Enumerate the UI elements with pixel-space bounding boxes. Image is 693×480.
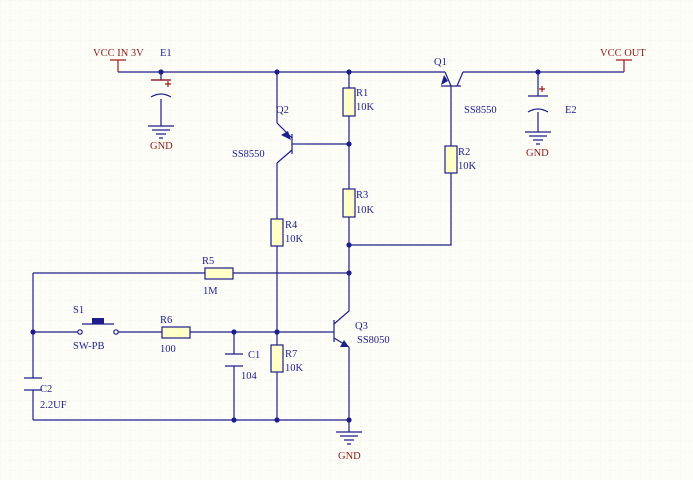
capacitor-e2: E2: [527, 86, 577, 116]
transistor-q2: Q2 SS8550: [232, 105, 306, 164]
resistor-r5-ref: R5: [202, 256, 214, 267]
capacitor-e1-ref: E1: [160, 48, 172, 59]
resistor-r1-ref: R1: [356, 88, 368, 99]
resistor-r2: R2 10K: [444, 145, 477, 174]
resistor-r7: R7 10K: [270, 344, 304, 374]
transistor-q3-ref: Q3: [355, 321, 368, 332]
ground-symbol-main: GND: [336, 431, 362, 462]
transistor-q2-ref: Q2: [276, 105, 289, 116]
ground-label-main: GND: [338, 451, 361, 462]
resistor-r6-ref: R6: [160, 315, 172, 326]
resistor-r1-value: 10K: [356, 102, 375, 113]
transistor-q2-part: SS8550: [232, 149, 265, 160]
capacitor-c1-value: 104: [241, 371, 258, 382]
transistor-q3: Q3 SS8050: [326, 305, 390, 348]
wires: [32, 71, 624, 432]
vcc-in-label: VCC IN 3V: [93, 48, 144, 59]
capacitor-c2: C2 2.2UF: [24, 377, 67, 411]
resistor-r6: R6 100: [160, 315, 191, 355]
switch-s1-part: SW-PB: [73, 341, 105, 352]
resistor-r2-value: 10K: [458, 161, 477, 172]
transistor-q1-part: SS8550: [464, 105, 497, 116]
resistor-r3: R3 10K: [342, 188, 375, 218]
resistor-r5: R5 1M: [202, 256, 234, 297]
transistor-q1-ref: Q1: [434, 57, 447, 68]
resistor-r7-value: 10K: [285, 363, 304, 374]
ground-symbol-e2: GND: [525, 131, 551, 159]
vcc-out-port: VCC OUT: [600, 48, 646, 72]
junction-dots: [30, 69, 541, 423]
ground-label-e1: GND: [150, 141, 173, 152]
ground-label-e2: GND: [526, 148, 549, 159]
resistor-r3-ref: R3: [356, 190, 368, 201]
capacitor-c1: C1 104: [225, 350, 260, 382]
vcc-in-port: VCC IN 3V: [93, 48, 144, 72]
resistor-r4: R4 10K: [270, 218, 304, 247]
switch-s1: S1 SW-PB: [73, 305, 119, 352]
ground-symbol-e1: GND: [148, 125, 174, 152]
vcc-out-label: VCC OUT: [600, 48, 646, 59]
resistor-r1: R1 10K: [342, 87, 375, 117]
capacitor-c2-ref: C2: [40, 384, 52, 395]
resistor-r3-value: 10K: [356, 205, 375, 216]
resistor-r6-value: 100: [160, 344, 176, 355]
resistor-r4-value: 10K: [285, 234, 304, 245]
resistor-r2-ref: R2: [458, 147, 470, 158]
capacitor-c2-value: 2.2UF: [40, 400, 67, 411]
switch-s1-ref: S1: [73, 305, 84, 316]
capacitor-c1-ref: C1: [248, 350, 260, 361]
resistor-r7-ref: R7: [285, 349, 297, 360]
capacitor-e2-ref: E2: [565, 105, 577, 116]
transistor-q1: Q1 SS8550: [434, 57, 497, 116]
resistor-r4-ref: R4: [285, 220, 298, 231]
capacitor-e1: E1: [150, 48, 172, 98]
transistor-q3-part: SS8050: [357, 335, 390, 346]
resistor-r5-value: 1M: [203, 286, 218, 297]
